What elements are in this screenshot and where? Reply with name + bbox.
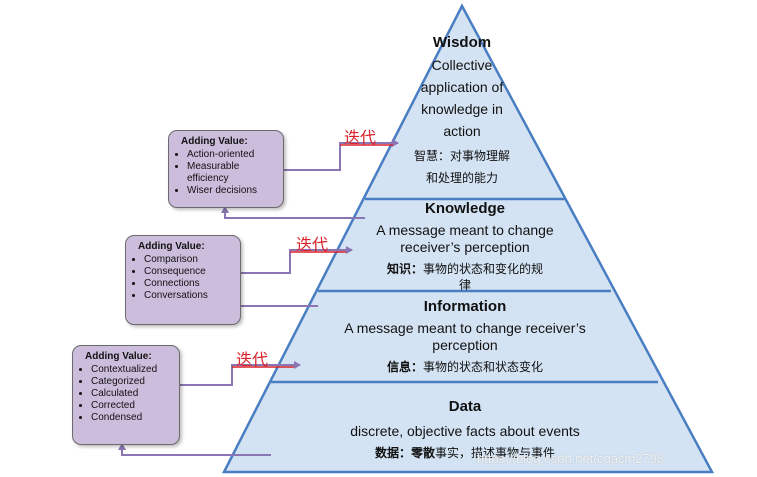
data-cn-text: 事实，描述事物与事件: [435, 446, 556, 460]
level-wisdom: Wisdom Collective application of knowled…: [392, 34, 532, 189]
wisdom-desc-line-2: application of: [420, 79, 504, 95]
value-box-information: Adding Value: Contextualized Categorized…: [72, 345, 180, 445]
connector-box1-to-wisdom: [283, 139, 399, 171]
wisdom-cn-line-2: 和处理的能力: [425, 171, 498, 185]
list-item: Conversations: [144, 290, 234, 302]
value-box-3-title: Adding Value:: [85, 351, 152, 362]
connector-box2-to-knowledge: [241, 246, 353, 274]
list-item: Calculated: [91, 388, 173, 400]
pyramid-shape: [221, 3, 715, 474]
knowledge-desc-line-2: receiver’s perception: [400, 239, 530, 255]
iteration-label-3: 迭代: [236, 350, 269, 369]
level-knowledge: Knowledge A message meant to change rece…: [352, 200, 578, 293]
iteration-label-2: 迭代: [296, 235, 329, 254]
wisdom-desc-line-4: action: [443, 123, 481, 139]
list-item: Consequence: [144, 266, 234, 278]
knowledge-desc-line-1: A message meant to change: [376, 222, 554, 238]
value-box-1-title: Adding Value:: [181, 136, 248, 147]
level-data: Data discrete, objective facts about eve…: [310, 398, 620, 461]
data-desc: discrete, objective facts about events: [350, 423, 580, 439]
list-item: Categorized: [91, 376, 173, 388]
data-title: Data: [448, 398, 482, 415]
list-item: Condensed: [91, 412, 173, 424]
knowledge-cn-line-2: 律: [458, 278, 471, 292]
knowledge-cn-text: 事物的状态和变化的规: [423, 262, 544, 276]
connector-knowledge-to-box1: [221, 206, 365, 219]
connector-box3-to-information: [180, 361, 301, 386]
value-box-wisdom: Adding Value: Action-oriented Measurable…: [168, 130, 284, 208]
list-item: Contextualized: [91, 364, 173, 376]
iteration-label-1: 迭代: [344, 128, 377, 147]
list-item: Connections: [144, 278, 234, 290]
wisdom-title: Wisdom: [432, 34, 492, 51]
information-title: Information: [423, 298, 507, 315]
connector-data-to-box3: [118, 443, 271, 456]
list-item: Comparison: [144, 254, 234, 266]
information-cn-label: 信息：: [386, 360, 423, 374]
value-box-knowledge: Adding Value: Comparison Consequence Con…: [125, 235, 241, 325]
data-cn-bold: 零散: [410, 446, 435, 460]
value-box-2-title: Adding Value:: [138, 241, 205, 252]
knowledge-cn-label: 知识：: [386, 262, 423, 276]
level-information: Information A message meant to change re…: [320, 298, 610, 375]
value-box-1-list: Action-oriented Measurable efficiency Wi…: [175, 149, 277, 197]
wisdom-desc-line-1: Collective: [431, 57, 493, 73]
watermark: https://blog.csdn.net/cqacm2798: [477, 451, 665, 466]
list-item: Measurable efficiency: [187, 161, 277, 185]
list-item: Corrected: [91, 400, 173, 412]
knowledge-title: Knowledge: [424, 200, 505, 217]
data-cn-line: 数据：零散事实，描述事物与事件: [310, 445, 620, 461]
list-item: Action-oriented: [187, 149, 277, 161]
information-cn-text: 事物的状态和状态变化: [423, 360, 544, 374]
value-box-2-list: Comparison Consequence Connections Conve…: [132, 254, 234, 302]
wisdom-desc-line-3: knowledge in: [421, 101, 503, 117]
information-cn-line: 信息：事物的状态和状态变化: [320, 359, 610, 375]
information-desc-line-1: A message meant to change receiver’s: [344, 320, 586, 336]
knowledge-cn-line-1: 知识：事物的状态和变化的规: [352, 261, 578, 277]
value-box-3-list: Contextualized Categorized Calculated Co…: [79, 364, 173, 424]
wisdom-cn-line-1: 智慧：对事物理解: [413, 149, 510, 163]
information-desc-line-2: perception: [432, 337, 498, 353]
data-cn-label: 数据：: [374, 446, 411, 460]
list-item: Wiser decisions: [187, 185, 277, 197]
